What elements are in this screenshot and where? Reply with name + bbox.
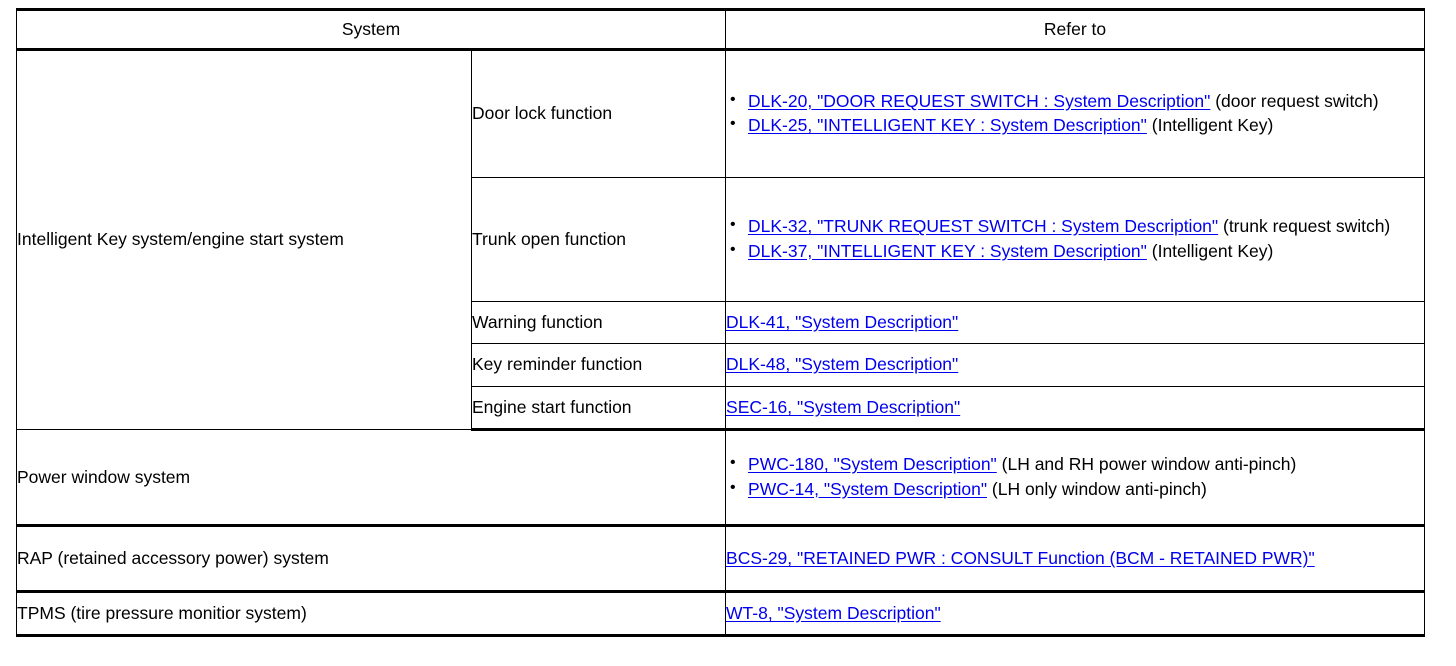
function-cell-key-reminder: Key reminder function <box>470 343 727 387</box>
table-row: Intelligent Key system/engine start syst… <box>16 49 1426 430</box>
function-cell-trunk-open: Trunk open function <box>470 177 727 302</box>
reference-link[interactable]: DLK-25, "INTELLIGENT KEY : System Descri… <box>748 115 1147 135</box>
system-label: TPMS (tire pressure monitior system) <box>17 602 307 623</box>
system-cell-tpms: TPMS (tire pressure monitior system) <box>15 591 727 637</box>
system-cell-rap: RAP (retained accessory power) system <box>15 525 727 593</box>
refer-cell-trunk-open: • DLK-32, "TRUNK REQUEST SWITCH : System … <box>725 177 1426 302</box>
reference-suffix: (Intelligent Key) <box>1146 240 1274 261</box>
bullet-icon: • <box>730 478 736 496</box>
reference-link[interactable]: BCS-29, "RETAINED PWR : CONSULT Function… <box>726 547 1315 568</box>
column-header-refer-to-label: Refer to <box>1043 18 1107 39</box>
list-item: • DLK-37, "INTELLIGENT KEY : System Descr… <box>726 240 1424 263</box>
reference-link[interactable]: DLK-32, "TRUNK REQUEST SWITCH : System D… <box>748 216 1219 237</box>
bullet-icon: • <box>730 115 736 132</box>
refer-cell-power-window: • PWC-180, "System Description" (LH and R… <box>725 429 1426 527</box>
table-body: Intelligent Key system/engine start syst… <box>15 49 1426 637</box>
function-cell-warning: Warning function <box>470 301 727 344</box>
table-row: Power window system • PWC-180, "System De… <box>15 429 1426 527</box>
function-cell-door-lock: Door lock function <box>470 49 727 178</box>
reference-suffix: (trunk request switch) <box>1218 216 1391 237</box>
table-header: System Refer to <box>15 8 1426 51</box>
reference-suffix: (LH only window anti-pinch) <box>987 478 1207 499</box>
table-row: Key reminder function DLK-48, "System De… <box>17 343 1426 387</box>
list-item: • DLK-20, "DOOR REQUEST SWITCH : System D… <box>726 90 1424 113</box>
function-label: Key reminder function <box>472 354 643 375</box>
system-cell-intelligent-key: Intelligent Key system/engine start syst… <box>16 49 472 430</box>
reference-suffix: (door request switch) <box>1210 90 1379 111</box>
refer-cell-door-lock: • DLK-20, "DOOR REQUEST SWITCH : System D… <box>725 49 1426 178</box>
function-label: Door lock function <box>472 103 613 124</box>
list-item: • DLK-32, "TRUNK REQUEST SWITCH : System … <box>726 215 1424 238</box>
system-reference-table: System Refer to Intelligent Key system/e… <box>15 8 1426 637</box>
function-cell-engine-start: Engine start function <box>470 386 727 431</box>
column-header-refer-to: Refer to <box>725 8 1426 51</box>
refer-cell-key-reminder: DLK-48, "System Description" <box>725 343 1426 387</box>
table-row: Trunk open function • DLK-32, "TRUNK REQU… <box>17 177 1426 302</box>
refer-cell-engine-start: SEC-16, "System Description" <box>725 386 1426 431</box>
reference-link[interactable]: PWC-14, "System Description" <box>748 478 988 499</box>
header-row: System Refer to <box>15 8 1426 51</box>
system-label: Power window system <box>17 466 191 487</box>
column-header-system-label: System <box>341 18 401 39</box>
reference-list: • PWC-180, "System Description" (LH and R… <box>726 453 1424 501</box>
reference-link[interactable]: WT-8, "System Description" <box>726 602 941 623</box>
reference-link[interactable]: DLK-48, "System Description" <box>726 354 959 375</box>
refer-cell-warning: DLK-41, "System Description" <box>725 301 1426 344</box>
reference-link[interactable]: SEC-16, "System Description" <box>726 396 961 417</box>
bullet-icon: • <box>730 454 736 472</box>
refer-cell-tpms: WT-8, "System Description" <box>725 591 1426 637</box>
function-label: Warning function <box>472 311 603 332</box>
reference-link[interactable]: DLK-37, "INTELLIGENT KEY : System Descri… <box>748 240 1147 261</box>
reference-suffix: (LH and RH power window anti-pinch) <box>996 454 1297 475</box>
refer-cell-rap: BCS-29, "RETAINED PWR : CONSULT Function… <box>725 525 1426 593</box>
list-item: • DLK-25, "INTELLIGENT KEY : System Descr… <box>726 114 1424 137</box>
table-row: RAP (retained accessory power) system BC… <box>15 525 1426 593</box>
reference-link[interactable]: DLK-41, "System Description" <box>726 311 959 332</box>
bullet-icon: • <box>730 240 736 258</box>
function-label: Trunk open function <box>472 228 627 249</box>
system-cell-power-window: Power window system <box>15 429 727 527</box>
table-row: Engine start function SEC-16, "System De… <box>17 386 1426 431</box>
function-label: Engine start function <box>472 396 632 417</box>
system-label: Intelligent Key system/engine start syst… <box>17 229 344 250</box>
list-item: • PWC-14, "System Description" (LH only w… <box>726 478 1424 501</box>
reference-link[interactable]: DLK-20, "DOOR REQUEST SWITCH : System De… <box>748 90 1211 111</box>
reference-list: • DLK-32, "TRUNK REQUEST SWITCH : System … <box>726 215 1424 263</box>
list-item: • PWC-180, "System Description" (LH and R… <box>726 453 1424 476</box>
reference-suffix: (Intelligent Key) <box>1146 115 1274 135</box>
reference-list: • DLK-20, "DOOR REQUEST SWITCH : System D… <box>726 90 1424 138</box>
column-header-system: System <box>15 8 727 51</box>
bullet-icon: • <box>730 216 736 234</box>
reference-link[interactable]: PWC-180, "System Description" <box>748 454 997 475</box>
system-label: RAP (retained accessory power) system <box>17 547 329 568</box>
table-row: TPMS (tire pressure monitior system) WT-… <box>15 591 1426 637</box>
bullet-icon: • <box>730 90 736 108</box>
